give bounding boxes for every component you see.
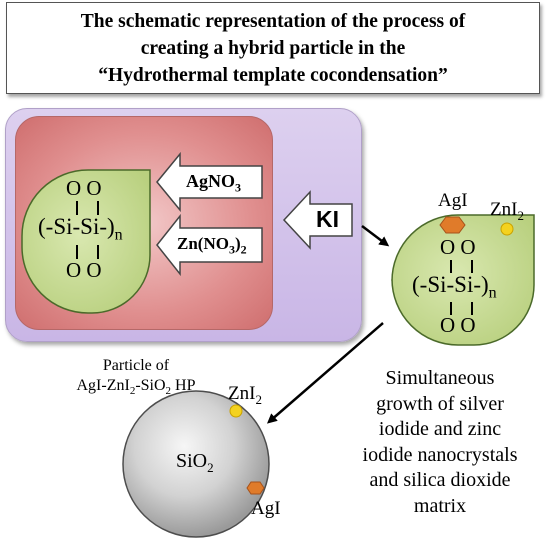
ki-block-arrow bbox=[282, 190, 353, 250]
agi-dot-icon bbox=[439, 216, 466, 234]
zn-nitrate-block-arrow bbox=[156, 213, 263, 277]
particle-caption-line-1: Particle of bbox=[102, 357, 170, 374]
zni2-dot-icon bbox=[229, 404, 243, 418]
bond-line bbox=[450, 302, 452, 315]
description-line: iodide nanocrystals bbox=[362, 443, 518, 466]
zn-nitrate-label: Zn(NO3)2 bbox=[177, 234, 247, 257]
description-line: matrix bbox=[413, 494, 467, 517]
silica-unit-chain-right: (-Si-Si-)n bbox=[412, 272, 497, 302]
silica-unit-top-oxygens-right: O O bbox=[440, 235, 476, 259]
bond-line bbox=[97, 201, 99, 215]
description-line: Simultaneous bbox=[385, 367, 495, 389]
bond-line bbox=[450, 260, 452, 273]
description-line: and silica dioxide bbox=[369, 469, 511, 491]
agi-dot-icon bbox=[246, 481, 265, 495]
particle-caption-line-2: AgI-ZnI2-SiO2 HP bbox=[76, 377, 196, 398]
template-droplet-right bbox=[391, 214, 535, 346]
zni2-top-label: ZnI2 bbox=[490, 199, 524, 223]
silica-unit-top-oxygens: O O bbox=[66, 176, 102, 200]
bond-line bbox=[471, 260, 473, 273]
agno3-block-arrow bbox=[156, 151, 263, 213]
zni2-bottom-label: ZnI2 bbox=[228, 383, 262, 407]
process-description: Simultaneous growth of silver iodide and… bbox=[332, 366, 548, 519]
sio2-label: SiO2 bbox=[176, 450, 214, 475]
title-line-3: “Hydrothermal template cocondensation” bbox=[98, 64, 448, 86]
title-line-1: The schematic representation of the proc… bbox=[80, 10, 466, 32]
particle-caption: Particle of AgI-ZnI2-SiO2 HP bbox=[46, 356, 226, 401]
title-box: The schematic representation of the proc… bbox=[6, 2, 540, 94]
arrow-to-right-droplet bbox=[361, 225, 390, 247]
title-line-2: creating a hybrid particle in the bbox=[140, 37, 406, 59]
description-line: iodide and zinc bbox=[378, 418, 502, 440]
bond-line bbox=[76, 201, 78, 215]
zni2-dot-icon bbox=[500, 222, 514, 236]
agi-top-label: AgI bbox=[438, 190, 468, 211]
silica-unit-bottom-oxygens-right: O O bbox=[440, 313, 476, 337]
bond-line bbox=[471, 302, 473, 315]
agi-bottom-label: AgI bbox=[251, 498, 281, 519]
agno3-label: AgNO3 bbox=[186, 171, 241, 195]
bond-line bbox=[97, 245, 99, 259]
silica-unit-bottom-oxygens: O O bbox=[66, 258, 102, 282]
ki-label: KI bbox=[316, 206, 339, 232]
hybrid-particle-sphere bbox=[122, 390, 270, 538]
silica-unit-chain: (-Si-Si-)n bbox=[38, 214, 123, 244]
description-line: growth of silver bbox=[376, 392, 504, 415]
bond-line bbox=[76, 245, 78, 259]
template-droplet-left bbox=[21, 169, 151, 314]
arrow-to-sphere bbox=[266, 322, 384, 424]
